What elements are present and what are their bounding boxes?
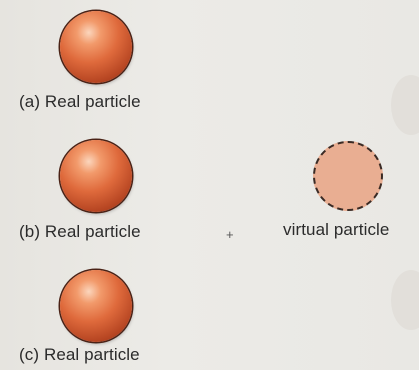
virtual-particle-sphere: [313, 141, 383, 211]
real-particle-b-sphere: [60, 140, 132, 212]
label-virtual-particle: virtual particle: [283, 220, 389, 240]
label-real-particle-a: (a) Real particle: [19, 92, 141, 112]
plus-sign: +: [226, 227, 234, 242]
bleed-through-shape: [391, 75, 419, 135]
real-particle-a-sphere: [60, 11, 132, 83]
label-real-particle-b: (b) Real particle: [19, 222, 141, 242]
real-particle-c-sphere: [60, 270, 132, 342]
label-real-particle-c: (c) Real particle: [19, 345, 140, 365]
bleed-through-shape: [391, 270, 419, 330]
